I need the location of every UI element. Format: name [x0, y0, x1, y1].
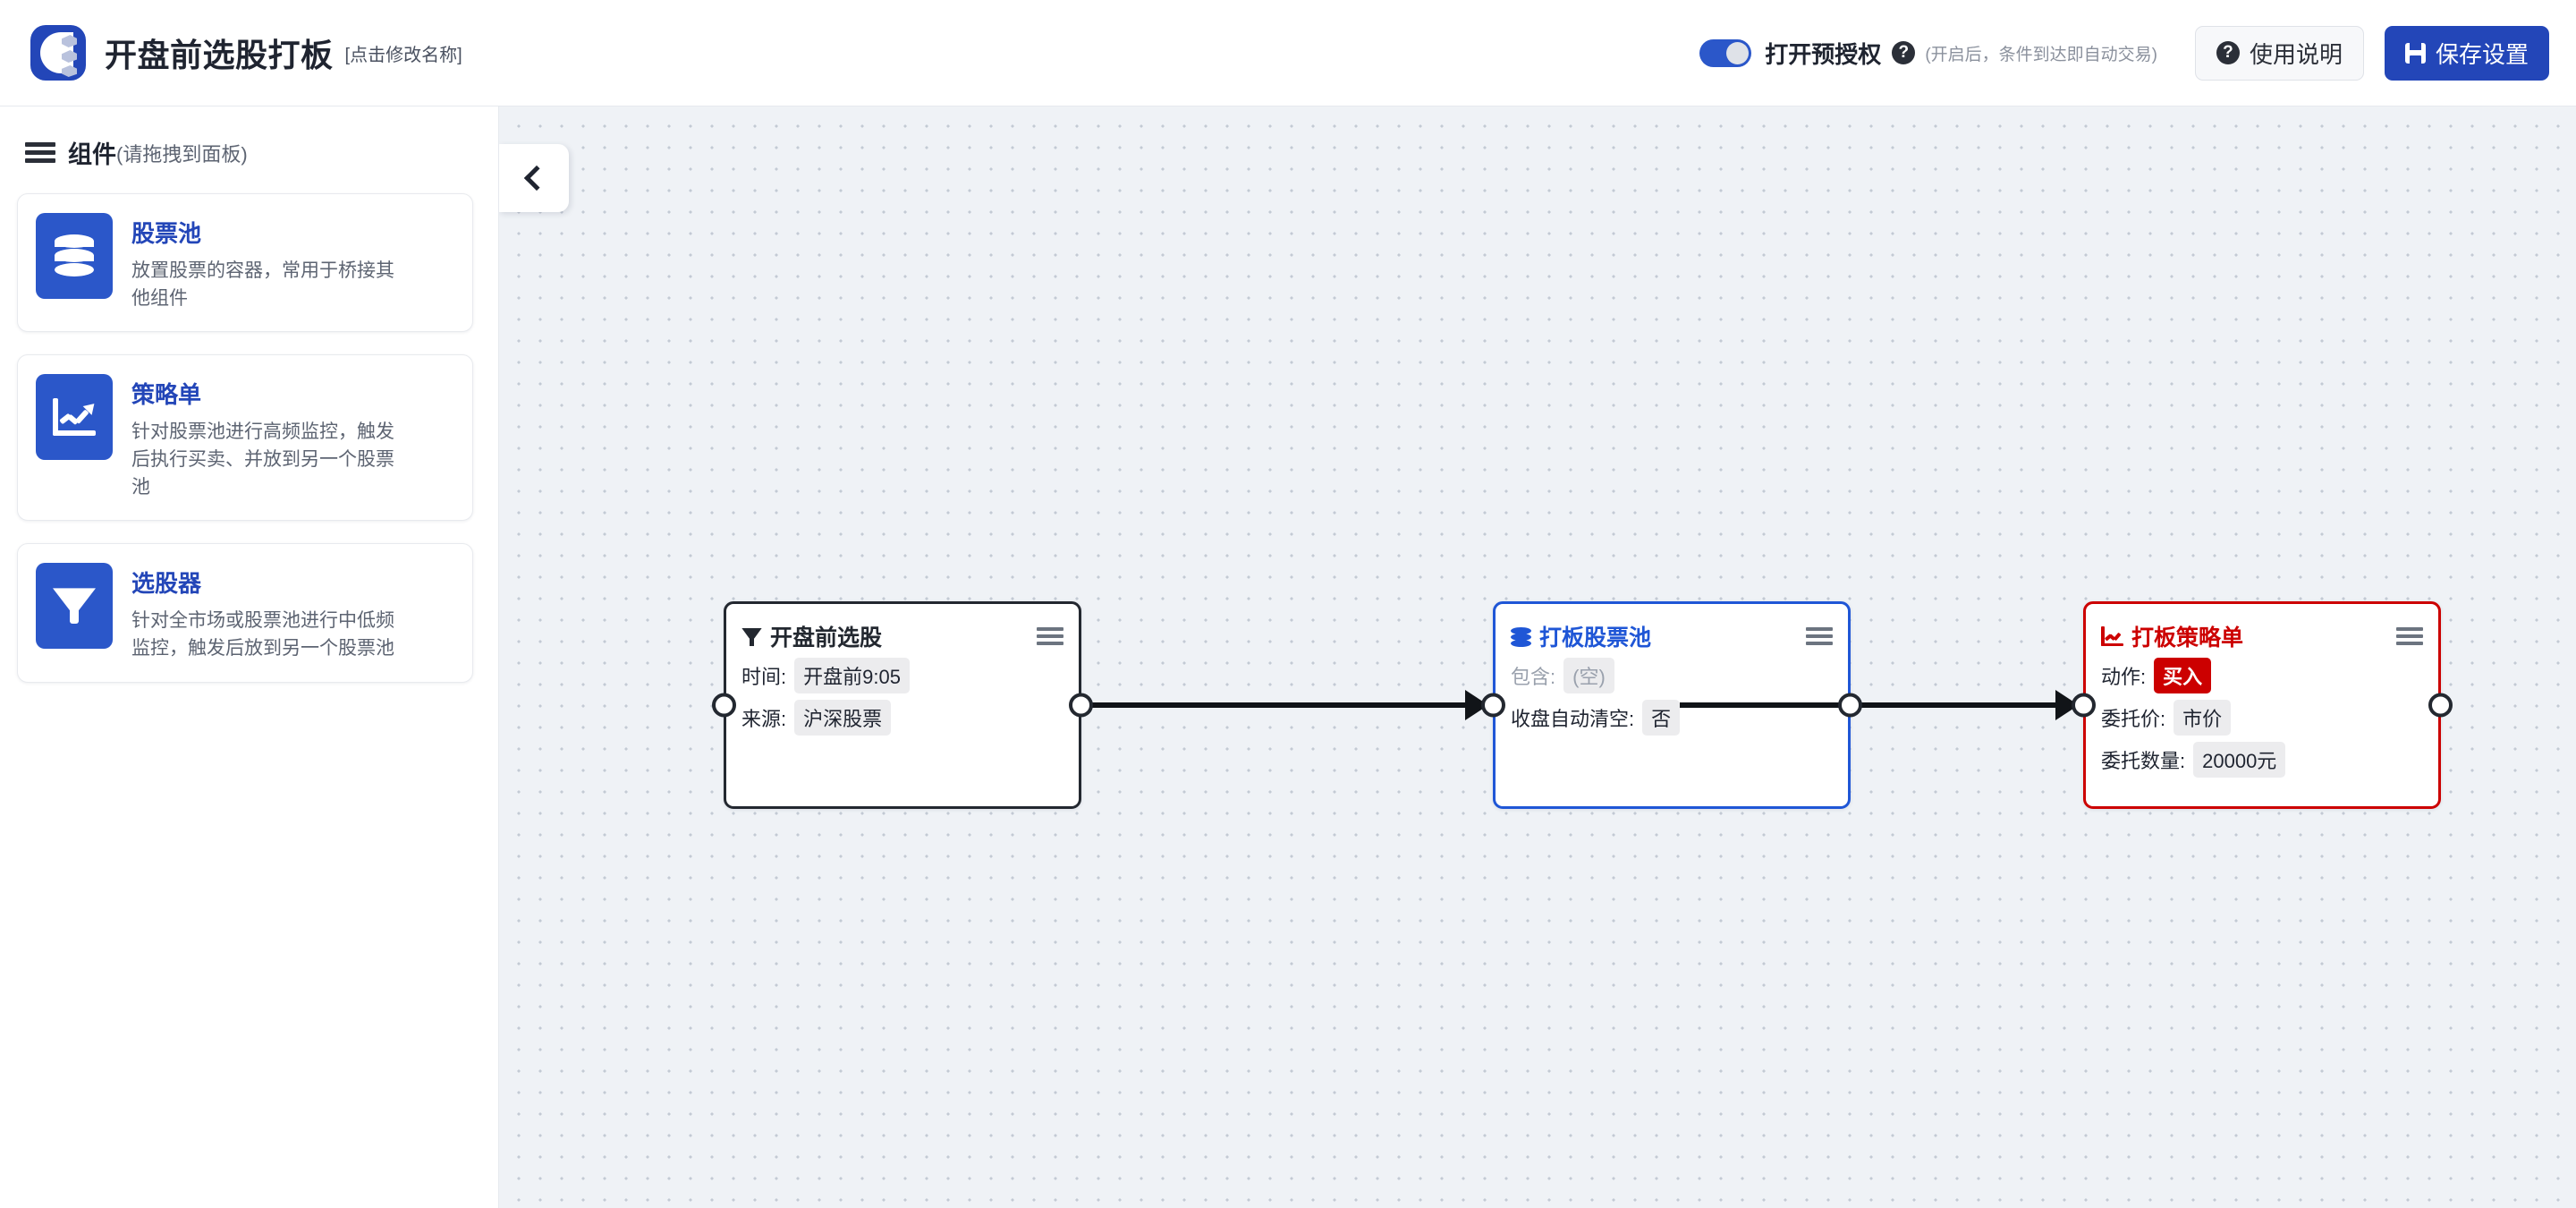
field-value[interactable]: 开盘前9:05	[794, 658, 910, 693]
line-chart-icon	[2101, 626, 2123, 646]
sidebar-header: 组件 (请拖拽到面板)	[25, 135, 498, 170]
component-name: 选股器	[131, 570, 202, 598]
flow-canvas[interactable]: 开盘前选股 时间: 开盘前9:05 来源: 沪深股票	[499, 106, 2576, 1208]
question-circle-icon[interactable]: ?	[1892, 41, 1916, 64]
node-output-port[interactable]	[1069, 693, 1093, 718]
sidebar-collapse-button[interactable]	[499, 144, 569, 212]
node-field-order-qty: 委托数量: 20000元	[2101, 742, 2423, 778]
node-title: 打板股票池	[1539, 625, 1652, 651]
node-field-contains: 包含: (空)	[1511, 658, 1833, 693]
component-name: 股票池	[131, 220, 202, 247]
chevron-left-icon	[523, 165, 550, 191]
component-card-stock-pool[interactable]: 股票池 放置股票的容器，常用于桥接其他组件	[17, 193, 473, 333]
flow-node-limitup-strategy[interactable]: 打板策略单 动作: 买入 委托价: 市价 委托数量: 20000元	[2072, 601, 2453, 809]
funnel-icon	[36, 563, 113, 650]
field-label: 委托价:	[2101, 708, 2166, 730]
save-button[interactable]: 保存设置	[2384, 25, 2549, 81]
node-menu-icon[interactable]	[2396, 626, 2423, 646]
field-value[interactable]: 否	[1642, 700, 1681, 736]
field-value[interactable]: (空)	[1563, 658, 1614, 693]
preauth-group: 打开预授权 ? (开启后，条件到达即自动交易)	[1699, 37, 2157, 70]
save-button-label: 保存设置	[2435, 40, 2529, 68]
component-description: 针对股票池进行高频监控，触发后执行买卖、并放到另一个股票池	[131, 421, 394, 498]
node-input-port[interactable]	[1481, 693, 1505, 718]
field-label: 来源:	[741, 708, 787, 730]
field-label: 收盘自动清空:	[1511, 708, 1635, 730]
node-field-order-price: 委托价: 市价	[2101, 700, 2423, 736]
components-sidebar: 组件 (请拖拽到面板) 股票池 放置股票的容器，常用于桥接其他组件	[0, 106, 499, 1208]
brand: 开盘前选股打板 [点击修改名称]	[30, 25, 462, 81]
funnel-icon	[741, 626, 762, 647]
field-value[interactable]: 市价	[2174, 700, 2232, 736]
component-description: 针对全市场或股票池进行中低频监控，触发后放到另一个股票池	[131, 610, 394, 659]
app-header: 开盘前选股打板 [点击修改名称] 打开预授权 ? (开启后，条件到达即自动交易)…	[0, 0, 2576, 106]
node-title: 开盘前选股	[770, 625, 883, 651]
help-button-label: 使用说明	[2249, 40, 2343, 68]
component-description: 放置股票的容器，常用于桥接其他组件	[131, 260, 394, 310]
preauth-note: (开启后，条件到达即自动交易)	[1925, 45, 2157, 64]
node-field-action: 动作: 买入	[2101, 658, 2423, 693]
node-menu-icon[interactable]	[1806, 626, 1833, 646]
component-name: 策略单	[131, 381, 202, 409]
page-title: 开盘前选股打板	[105, 37, 334, 73]
help-button[interactable]: ? 使用说明	[2194, 25, 2364, 81]
node-title: 打板策略单	[2131, 625, 2244, 651]
field-value[interactable]: 沪深股票	[794, 700, 892, 736]
node-field-time: 时间: 开盘前9:05	[741, 658, 1063, 693]
node-menu-icon[interactable]	[1037, 626, 1063, 646]
preauth-toggle[interactable]	[1699, 38, 1752, 67]
question-circle-icon: ?	[2216, 41, 2240, 64]
app-logo-icon	[30, 25, 86, 81]
node-input-port[interactable]	[712, 693, 736, 718]
preauth-label: 打开预授权	[1765, 40, 1882, 68]
sidebar-title: 组件	[68, 141, 116, 168]
node-input-port[interactable]	[2072, 693, 2096, 718]
database-icon	[1511, 626, 1531, 647]
edge-node1-to-node2	[1089, 690, 1488, 720]
save-disk-icon	[2404, 42, 2426, 64]
rename-hint[interactable]: [点击修改名称]	[344, 45, 462, 65]
toggle-knob	[1726, 41, 1750, 64]
component-card-stock-screener[interactable]: 选股器 针对全市场或股票池进行中低频监控，触发后放到另一个股票池	[17, 543, 473, 683]
field-label: 包含:	[1511, 666, 1556, 688]
field-value[interactable]: 买入	[2154, 658, 2212, 693]
line-chart-icon	[36, 374, 113, 461]
sidebar-subtitle: (请拖拽到面板)	[116, 142, 248, 166]
field-value[interactable]: 20000元	[2193, 742, 2286, 778]
flow-node-premarket-screener[interactable]: 开盘前选股 时间: 开盘前9:05 来源: 沪深股票	[712, 601, 1093, 809]
edge-node2-to-node3	[1680, 690, 2079, 720]
component-list: 股票池 放置股票的容器，常用于桥接其他组件 策略单 针对股票池进行高频监控，触发…	[0, 193, 498, 683]
field-label: 动作:	[2101, 666, 2147, 688]
node-field-source: 来源: 沪深股票	[741, 700, 1063, 736]
database-icon	[36, 213, 113, 299]
header-actions: 打开预授权 ? (开启后，条件到达即自动交易) ? 使用说明 保存设置	[1699, 25, 2549, 81]
field-label: 委托数量:	[2101, 750, 2186, 772]
hamburger-icon[interactable]	[25, 141, 55, 165]
node-output-port[interactable]	[1838, 693, 1862, 718]
component-card-strategy-order[interactable]: 策略单 针对股票池进行高频监控，触发后执行买卖、并放到另一个股票池	[17, 354, 473, 522]
node-output-port[interactable]	[2428, 693, 2453, 718]
field-label: 时间:	[741, 666, 787, 688]
node-field-autoclear: 收盘自动清空: 否	[1511, 700, 1833, 736]
